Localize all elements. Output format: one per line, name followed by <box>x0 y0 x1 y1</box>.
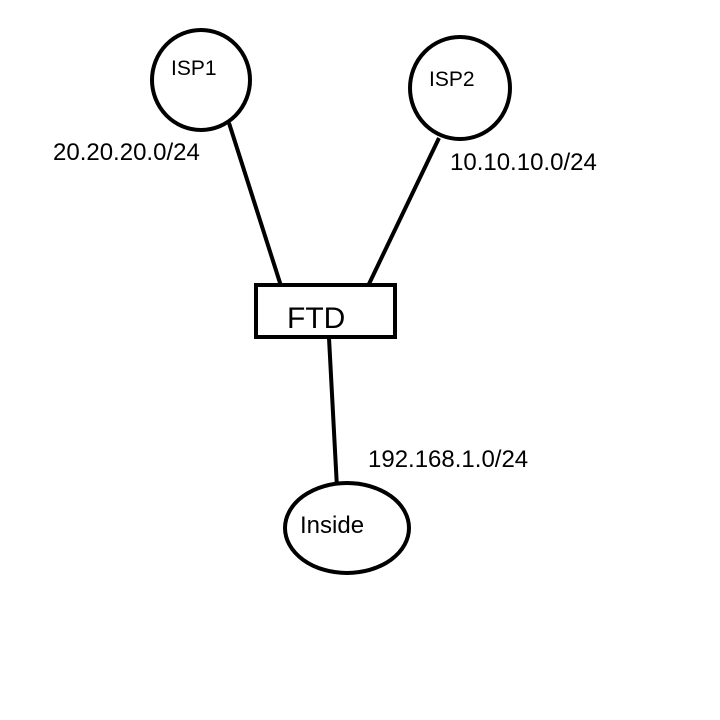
node-inside: Inside <box>283 481 411 575</box>
inside-label: Inside <box>300 512 364 539</box>
ftd-label: FTD <box>287 302 345 335</box>
subnet-label-isp1: 20.20.20.0/24 <box>53 139 200 166</box>
subnet-label-inside: 192.168.1.0/24 <box>368 446 528 473</box>
inside-circle <box>283 481 411 575</box>
link-ftd-inside <box>327 337 339 489</box>
node-ftd: FTD <box>254 283 397 339</box>
subnet-label-isp2: 10.10.10.0/24 <box>450 149 597 176</box>
isp2-label: ISP2 <box>429 68 475 91</box>
link-isp2-ftd <box>366 137 441 287</box>
isp1-label: ISP1 <box>171 57 217 80</box>
isp1-circle <box>150 28 252 132</box>
ftd-box <box>254 283 397 339</box>
link-isp1-ftd <box>227 122 283 287</box>
node-isp2: ISP2 <box>408 35 512 141</box>
node-isp1: ISP1 <box>150 28 252 132</box>
isp2-circle <box>408 35 512 141</box>
